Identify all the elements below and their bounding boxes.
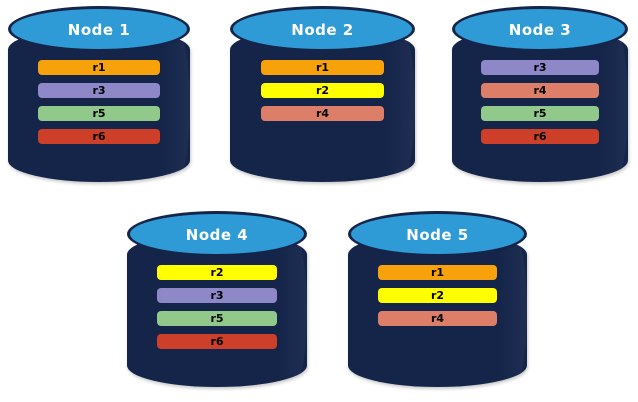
record-label: r5 xyxy=(210,312,224,325)
cylinder-top-icon: Node 2 xyxy=(230,6,415,52)
record-list: r1 r2 r4 xyxy=(348,265,527,326)
cylinder-top-icon: Node 4 xyxy=(127,211,307,257)
record-label: r6 xyxy=(210,335,224,348)
record-list: r2 r3 r5 r6 xyxy=(127,265,307,349)
database-node-2[interactable]: Node 2 r1 r2 r4 xyxy=(230,6,415,182)
record-label: r1 xyxy=(430,266,445,279)
record-bar[interactable]: r3 xyxy=(38,83,160,98)
node-label: Node 5 xyxy=(406,225,469,244)
record-bar[interactable]: r6 xyxy=(156,334,278,349)
record-label: r3 xyxy=(533,61,547,74)
cylinder-top-icon: Node 1 xyxy=(8,6,190,52)
record-bar[interactable]: r2 xyxy=(377,288,498,303)
database-node-1[interactable]: Node 1 r1 r3 r5 r6 xyxy=(8,6,190,182)
database-node-4[interactable]: Node 4 r2 r3 r5 r6 xyxy=(127,211,307,387)
record-label: r2 xyxy=(210,266,224,279)
record-bar[interactable]: r2 xyxy=(156,265,278,280)
record-list: r3 r4 r5 r6 xyxy=(452,60,628,144)
record-bar[interactable]: r3 xyxy=(481,60,599,75)
record-bar[interactable]: r3 xyxy=(156,288,278,303)
record-label: r4 xyxy=(533,84,547,97)
record-bar[interactable]: r1 xyxy=(260,60,385,75)
record-label: r5 xyxy=(92,107,106,120)
record-list: r1 r3 r5 r6 xyxy=(8,60,190,144)
record-bar[interactable]: r1 xyxy=(38,60,160,75)
cylinder-top-icon: Node 5 xyxy=(348,211,527,257)
node-label: Node 3 xyxy=(508,20,572,39)
record-bar[interactable]: r4 xyxy=(481,83,599,98)
node-label: Node 2 xyxy=(291,20,354,39)
record-bar[interactable]: r5 xyxy=(38,106,160,121)
record-label: r3 xyxy=(210,289,224,302)
database-node-5[interactable]: Node 5 r1 r2 r4 xyxy=(348,211,527,387)
record-bar[interactable]: r4 xyxy=(260,106,385,121)
record-label: r6 xyxy=(533,130,547,143)
record-label: r2 xyxy=(430,289,445,302)
record-label: r2 xyxy=(315,84,330,97)
record-label: r1 xyxy=(92,61,106,74)
cylinder-top-icon: Node 3 xyxy=(452,6,628,52)
record-bar[interactable]: r6 xyxy=(481,129,599,144)
record-label: r3 xyxy=(92,84,106,97)
record-label: r6 xyxy=(92,130,106,143)
record-bar[interactable]: r6 xyxy=(38,129,160,144)
record-bar[interactable]: r5 xyxy=(481,106,599,121)
record-label: r1 xyxy=(315,61,330,74)
database-node-3[interactable]: Node 3 r3 r4 r5 r6 xyxy=(452,6,628,182)
record-bar[interactable]: r5 xyxy=(156,311,278,326)
record-label: r4 xyxy=(430,312,445,325)
record-bar[interactable]: r4 xyxy=(377,311,498,326)
record-bar[interactable]: r1 xyxy=(377,265,498,280)
record-bar[interactable]: r2 xyxy=(260,83,385,98)
record-label: r5 xyxy=(533,107,547,120)
record-list: r1 r2 r4 xyxy=(230,60,415,121)
record-label: r4 xyxy=(315,107,330,120)
node-label: Node 1 xyxy=(67,20,131,39)
node-label: Node 4 xyxy=(185,225,249,244)
